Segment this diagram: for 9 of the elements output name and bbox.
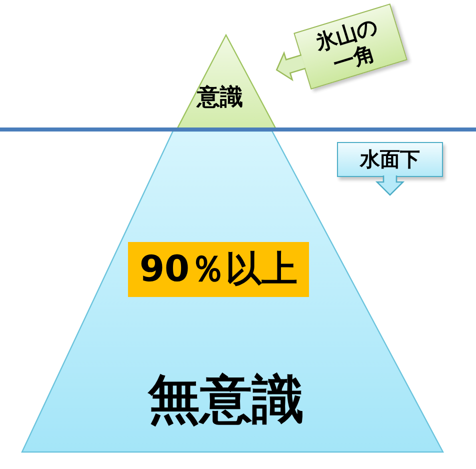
node-label: 無意識 [148, 374, 304, 426]
callout-box: 水面下 [337, 142, 443, 177]
arrow [276, 51, 306, 82]
highlight-box: 90％以上 [128, 242, 309, 297]
callout-box: 氷山の一角 [293, 3, 407, 90]
node-label: 意識 [197, 86, 243, 110]
arrow [375, 174, 405, 196]
underwater-iceberg [20, 129, 446, 454]
iceberg-tip [177, 35, 276, 129]
